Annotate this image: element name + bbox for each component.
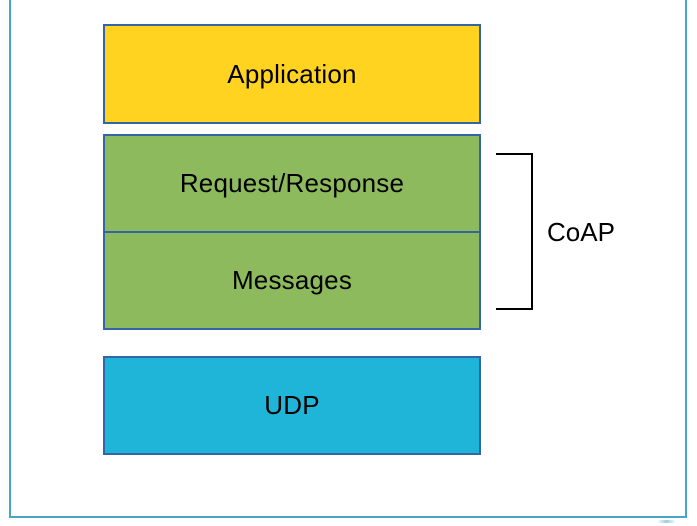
coap-bracket-label: CoAP — [547, 217, 615, 247]
layer-group-coap: Request/Response Messages — [103, 134, 481, 330]
layer-messages-label: Messages — [231, 265, 353, 295]
layer-udp-label: UDP — [264, 390, 320, 420]
coap-bracket — [496, 153, 533, 310]
layer-request-response: Request/Response — [105, 136, 479, 231]
layer-application-label: Application — [227, 58, 357, 89]
page-edge-artifact — [658, 520, 675, 523]
layer-application: Application — [103, 24, 481, 124]
layer-request-response-label: Request/Response — [179, 168, 405, 198]
layer-udp: UDP — [103, 356, 481, 455]
layer-messages: Messages — [105, 231, 479, 328]
